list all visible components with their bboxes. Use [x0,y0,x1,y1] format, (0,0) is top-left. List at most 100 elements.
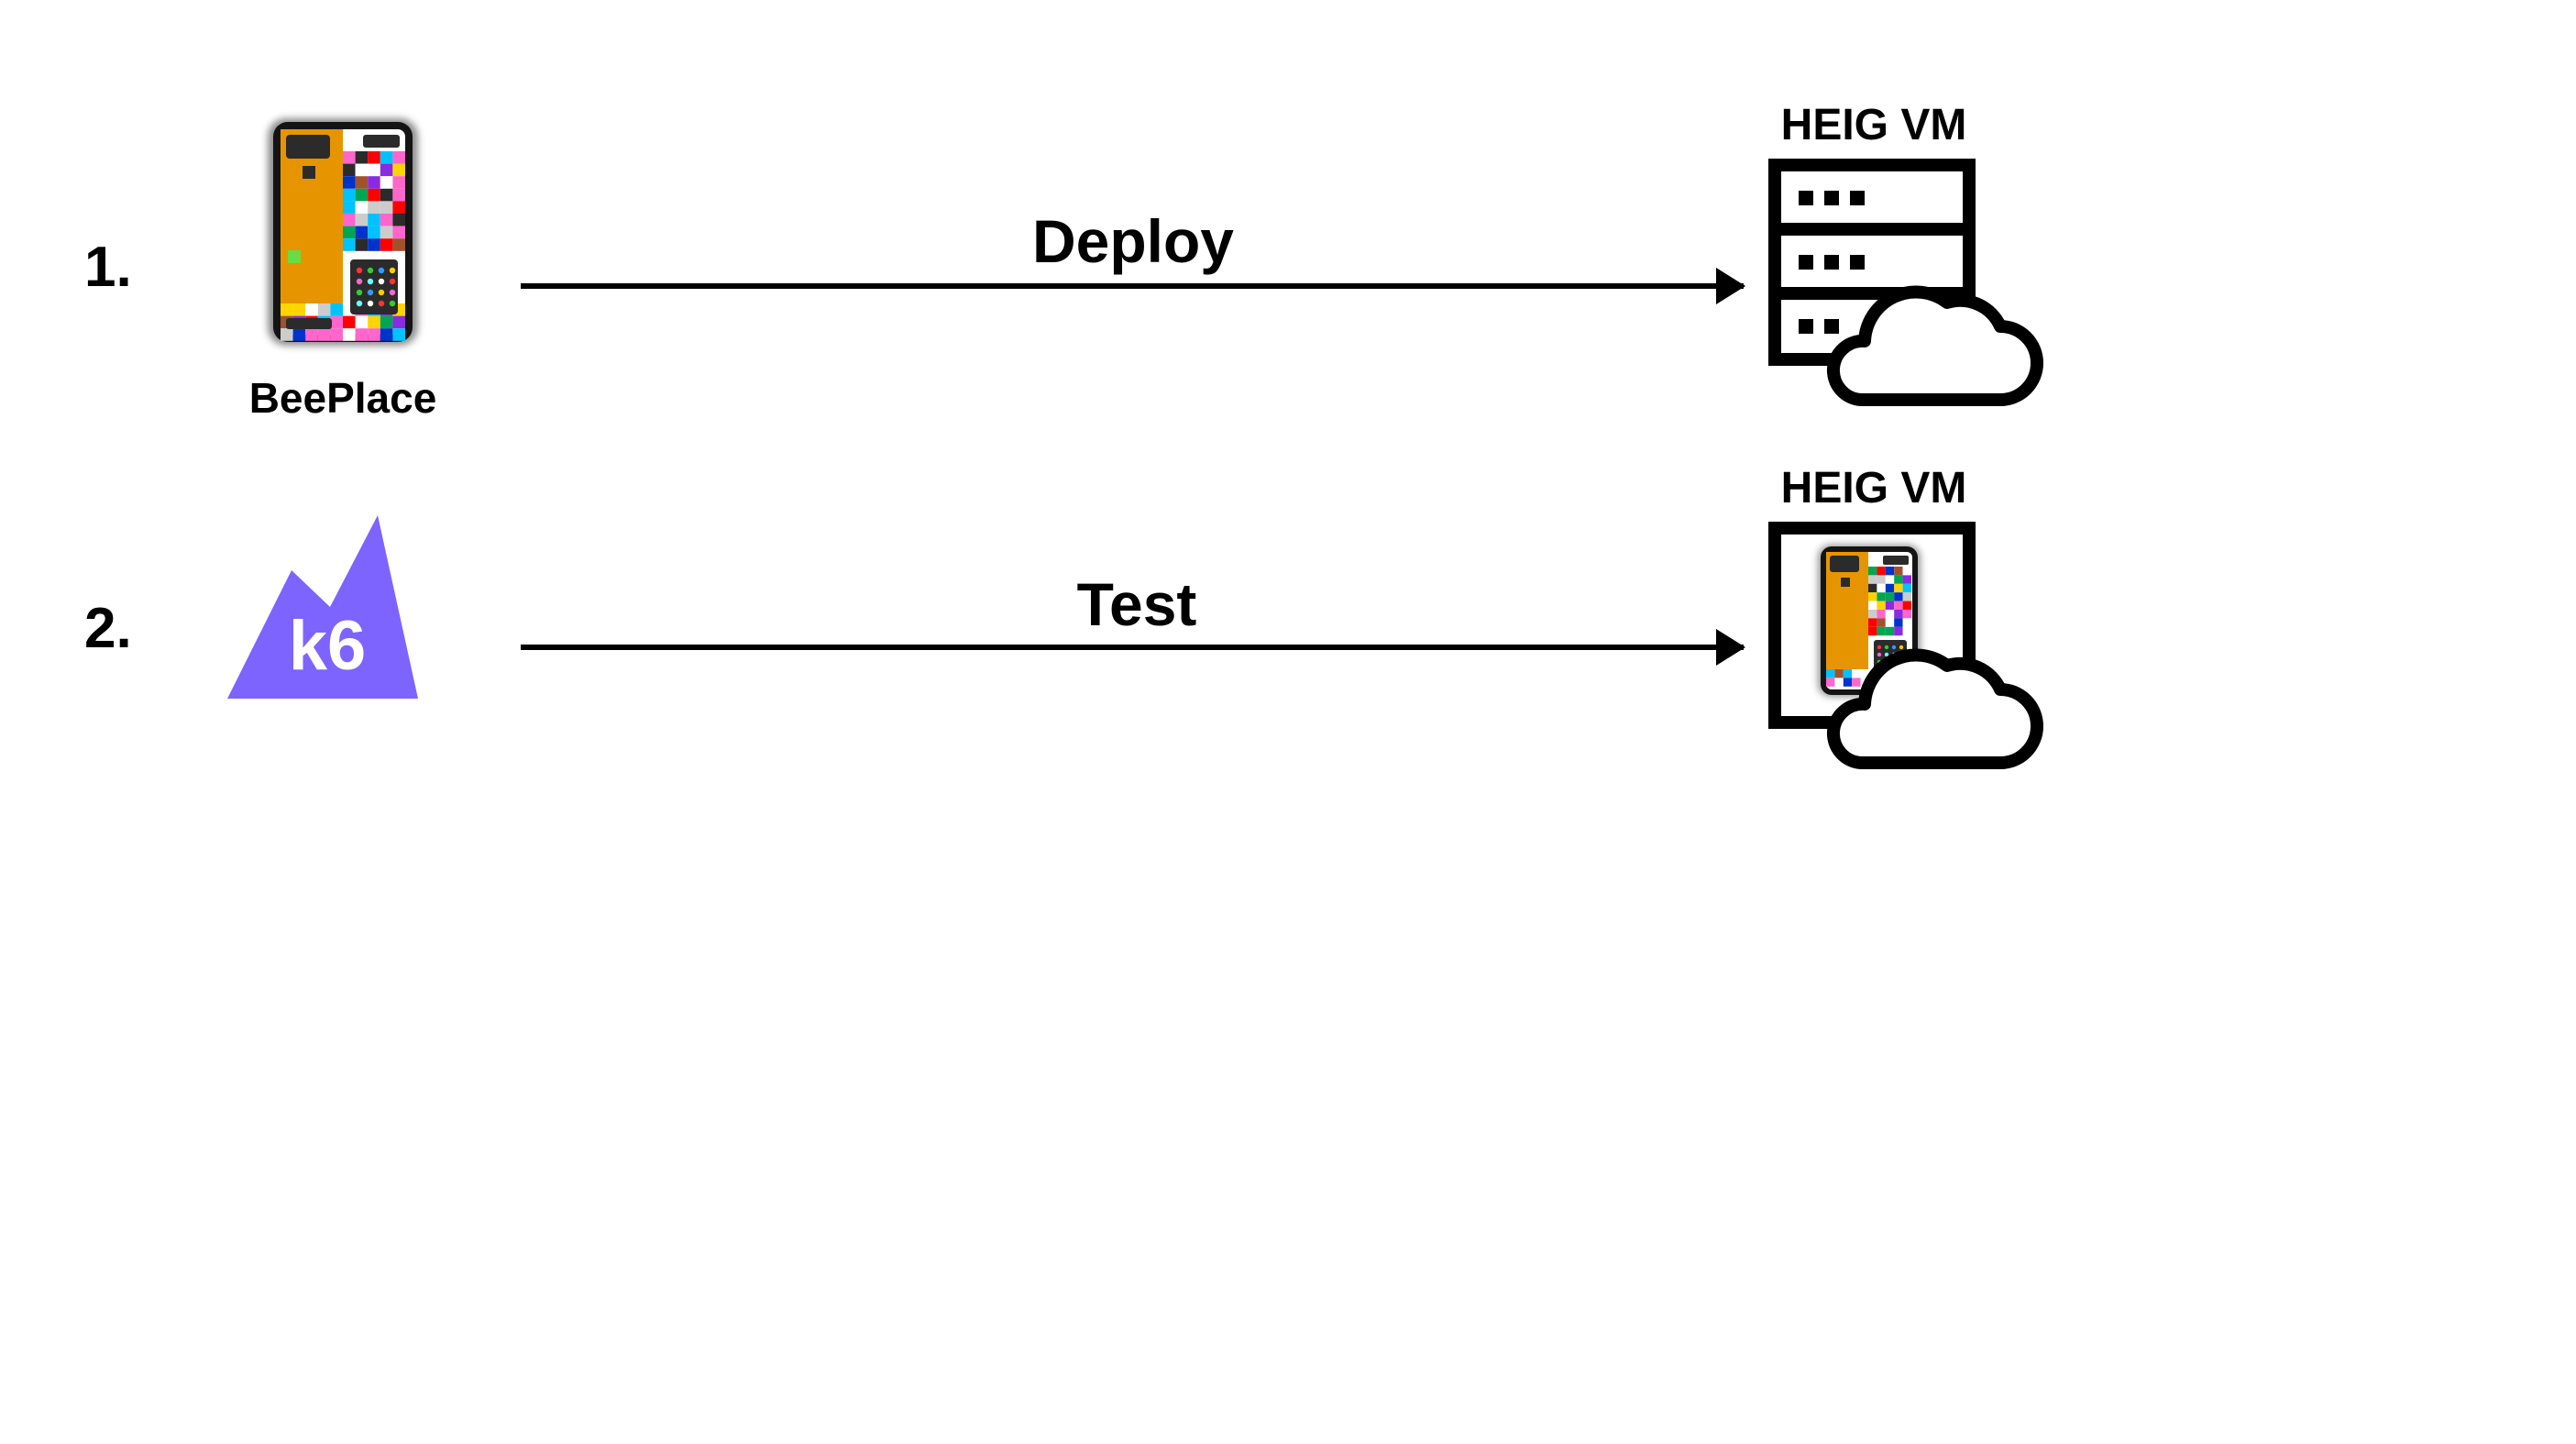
color-dot [378,278,385,285]
app-pixel [1894,610,1903,619]
color-dot [367,300,374,307]
app-pixel [368,188,380,202]
app-pixel [1877,601,1886,610]
app-pixel [1868,601,1877,610]
app-pixel [392,328,405,341]
color-dot [1891,645,1897,650]
app-pixel [1868,592,1877,601]
app-pixel [1868,610,1877,619]
server-cloud-icon [1768,159,2043,406]
app-pixel [330,303,343,316]
app-pixel [343,176,356,189]
app-pixel [380,201,393,214]
step-1-number: 1. [84,236,132,299]
app-pixel [392,238,405,251]
app-pixel [1902,626,1911,636]
color-dot [1899,645,1904,650]
app-pixel [1885,626,1895,636]
app-pixel [355,163,369,177]
app-pixel [368,238,380,251]
step-2-number: 2. [84,597,132,660]
app-pixel [281,328,293,341]
app-pixel [380,315,393,329]
app-pixel [1868,618,1877,627]
app-pixel [1877,567,1886,576]
app-pixel [1860,669,1869,678]
app-pixel [1885,583,1895,593]
app-pixel [317,328,331,341]
app-pixel [355,151,369,164]
color-dot [1884,652,1889,657]
app-pixel-grid [281,151,405,341]
app-pixel [1868,567,1877,576]
app-pixel [1902,592,1911,601]
app-pixel [380,226,393,239]
app-pixel [1877,618,1886,627]
app-pixel [330,315,343,329]
beeplace-mini-icon [1818,545,1921,697]
app-pixel [1902,618,1911,627]
app-pixel [380,214,393,226]
app-pixel [380,151,393,164]
k6-logo-text: k6 [289,607,367,685]
color-dot [378,300,385,307]
deploy-label: Deploy [1032,207,1234,275]
step-1: 1. BeePlace Deploy HEIG VM [84,101,2043,422]
app-pixel [1877,575,1886,584]
app-color-picker [356,267,396,307]
app-pixel [368,214,380,226]
app-pixel [368,315,380,329]
app-pixel [1826,669,1835,678]
app-pixel [355,238,369,251]
app-pixel [1843,669,1853,678]
app-pixel [1894,601,1903,610]
app-pixel [368,226,380,239]
app-pixel [1852,669,1861,678]
step-2: 2. k6 Test HEIG VM [84,464,2043,769]
app-pixel [392,214,405,226]
heig-vm-label-2: HEIG VM [1781,464,1967,513]
color-dot [389,300,396,307]
color-dot [1877,652,1882,657]
color-dot [389,278,396,285]
app-pixel [292,328,306,341]
app-pixel [380,163,393,177]
app-pixel [1894,567,1903,576]
app-pixel [1885,610,1895,619]
app-pixel [343,238,356,251]
color-dot [367,278,374,285]
app-pixel [343,214,356,226]
app-pixel [1877,610,1886,619]
app-pixel [1877,592,1886,601]
color-dot [389,289,396,296]
app-pixel [1894,583,1903,593]
app-pixel [368,151,380,164]
color-dot [378,267,385,274]
app-pixel [1843,678,1853,687]
app-pixel [1826,678,1835,687]
app-pixel [1885,592,1895,601]
app-pixel [355,226,369,239]
app-pixel [380,188,393,202]
app-pixel [368,201,380,214]
app-pixel [330,328,343,341]
app-pixel [343,151,356,164]
app-pixel [1894,592,1903,601]
app-pixel [1902,567,1911,576]
deploy-arrow-head [1716,268,1745,304]
app-pixel [1885,601,1895,610]
app-pixel [343,201,356,214]
app-pixel [343,226,356,239]
app-pixel [392,163,405,177]
app-pixel [392,226,405,239]
app-pixel [292,303,306,316]
app-pixel [355,188,369,202]
k6-logo-icon: k6 [227,515,418,699]
color-dot [367,267,374,274]
app-pixel [1902,583,1911,593]
app-pixel [343,315,356,329]
color-dot [356,300,363,307]
app-pixel [1834,678,1844,687]
beeplace-label: BeePlace [249,374,437,422]
